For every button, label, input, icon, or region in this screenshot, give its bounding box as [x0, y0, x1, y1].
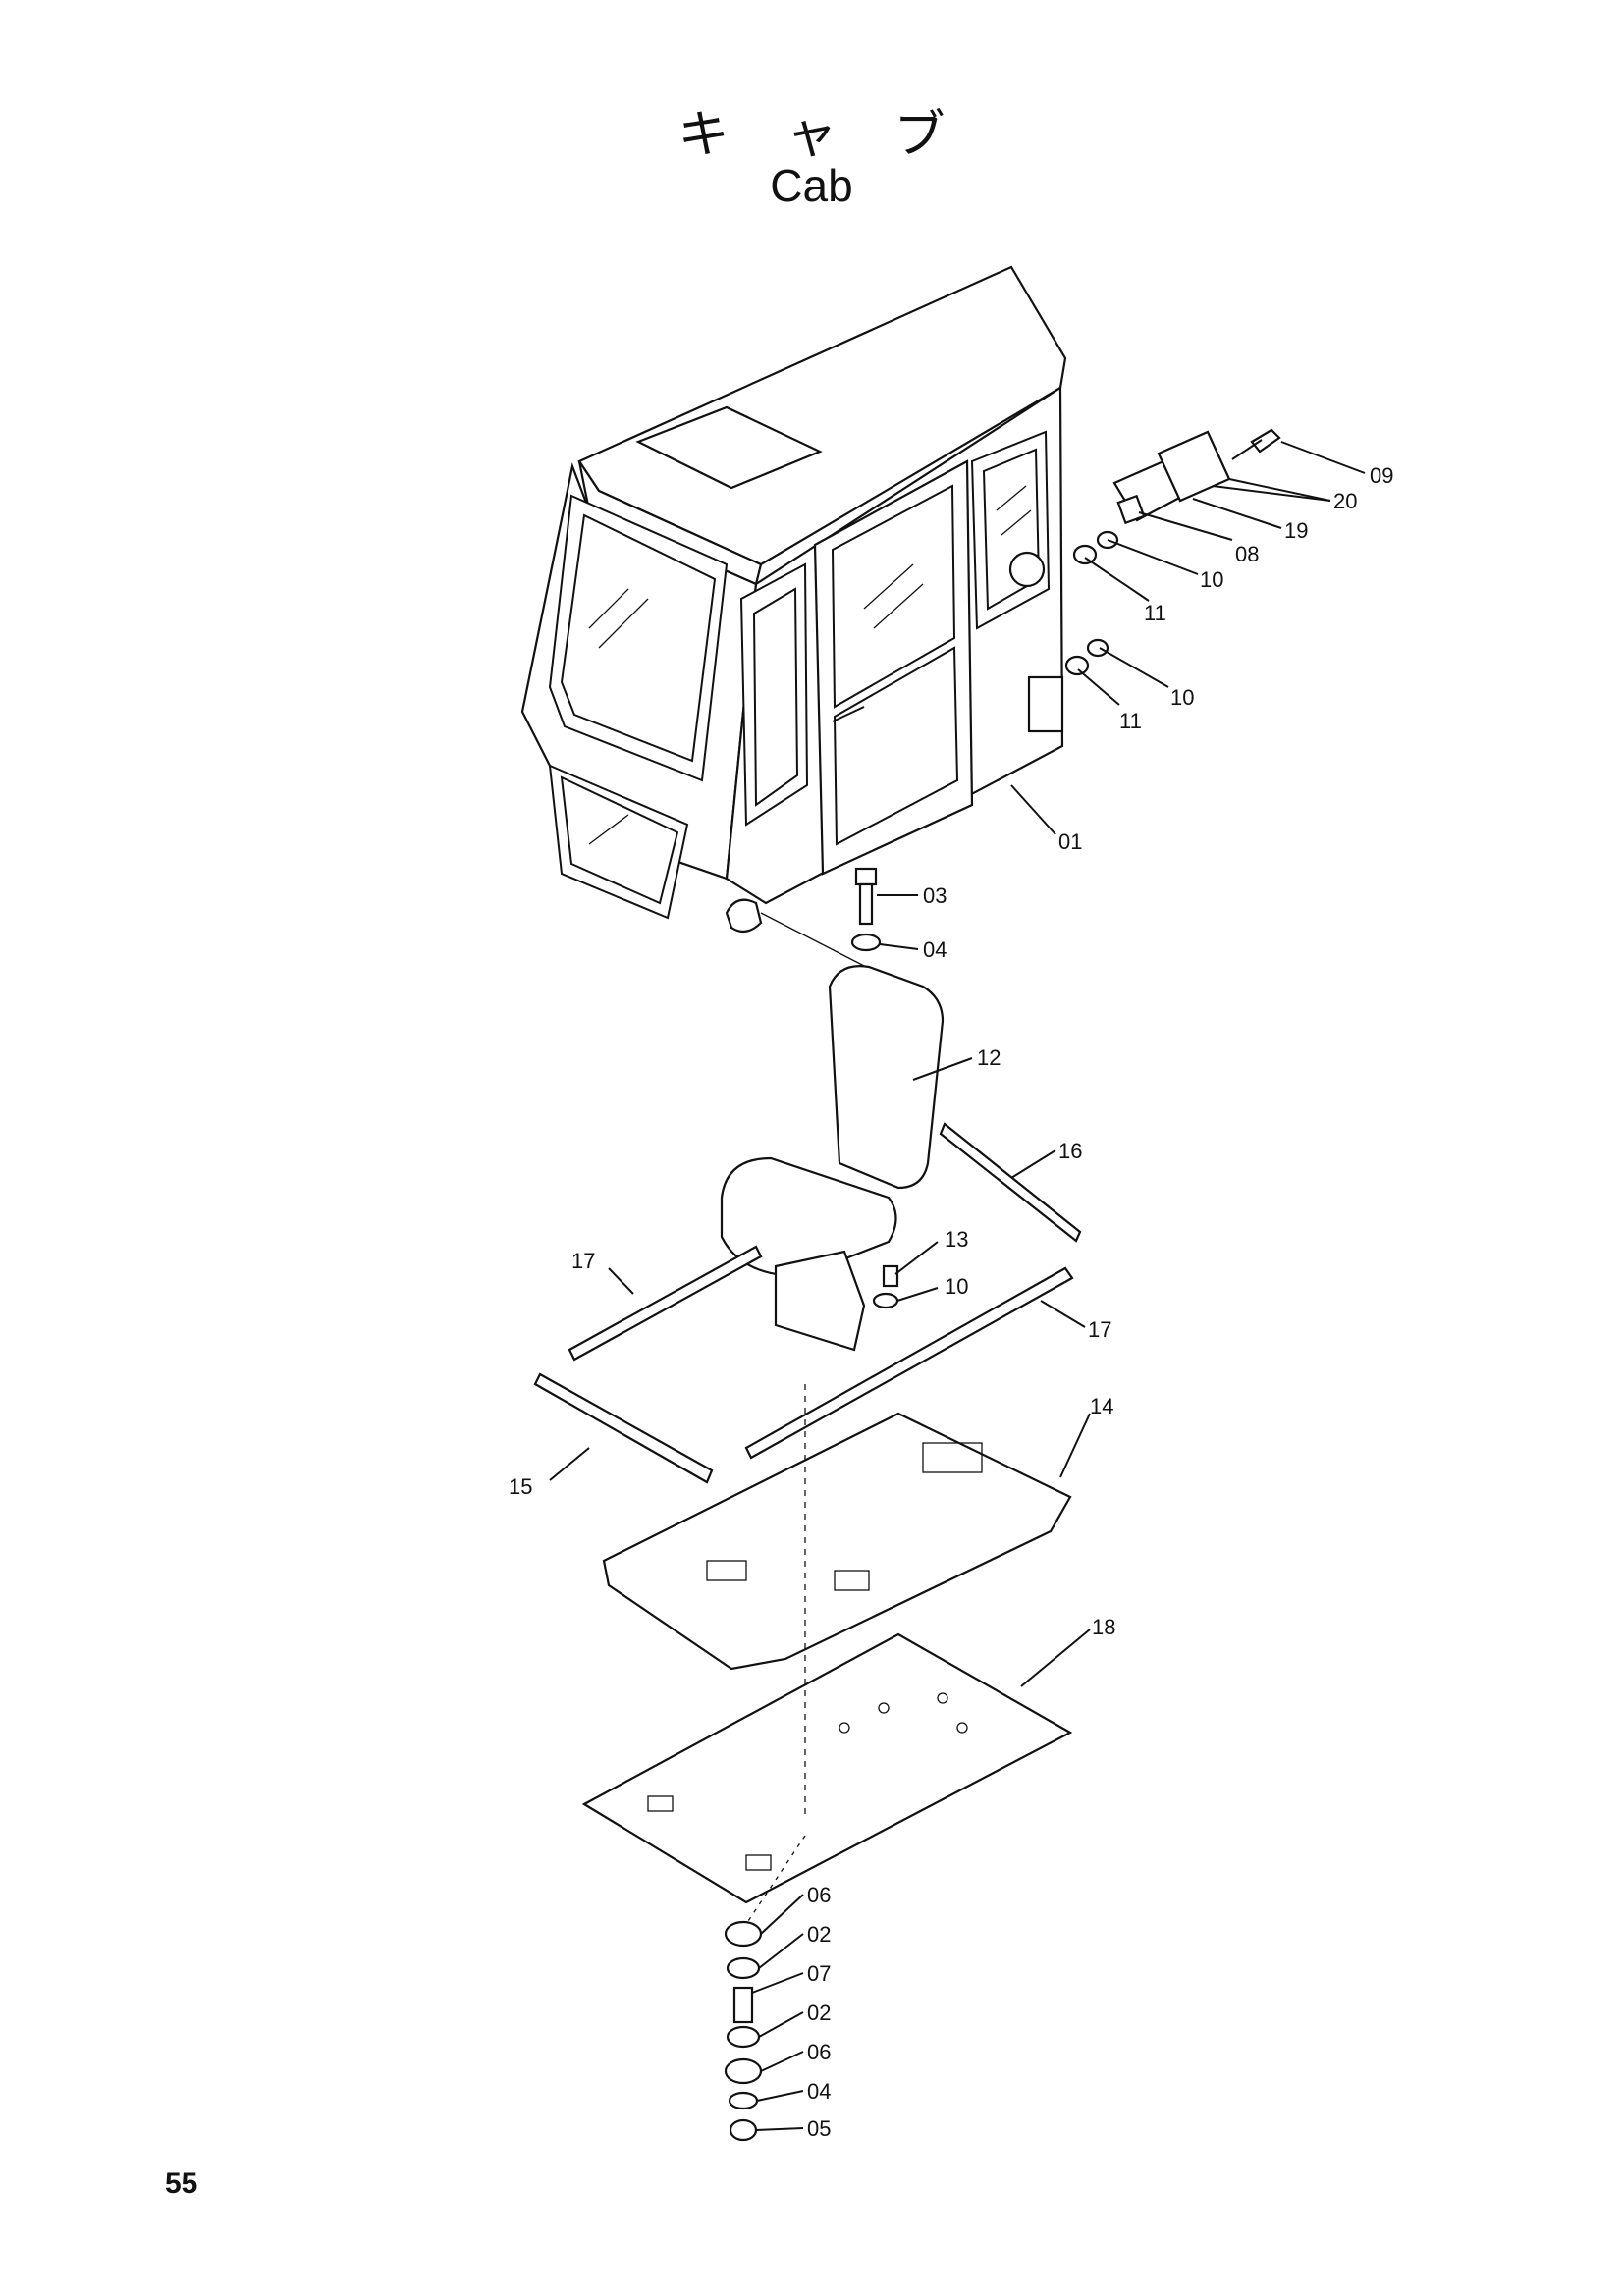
callout-20: 20	[1333, 489, 1357, 513]
callout-10: 10	[945, 1274, 968, 1299]
page-title: Cab	[770, 160, 853, 211]
callout-18: 18	[1092, 1615, 1115, 1639]
callout-labels: 09 20 19 08 10 11 10 11 01 03 04 12 16 1…	[509, 463, 1393, 2141]
callout-08: 08	[1235, 542, 1259, 566]
cab-body	[520, 265, 1067, 934]
callout-10: 10	[1200, 567, 1223, 592]
callout-01: 01	[1058, 829, 1082, 854]
callout-11: 11	[1119, 709, 1142, 733]
callout-09: 09	[1370, 463, 1393, 488]
callout-12: 12	[977, 1045, 1001, 1070]
callout-15: 15	[509, 1474, 532, 1499]
operator-seat	[720, 965, 945, 1352]
callout-06: 06	[807, 1883, 831, 1907]
callout-19: 19	[1284, 518, 1308, 543]
callout-11: 11	[1144, 601, 1166, 625]
callout-04: 04	[807, 2079, 831, 2104]
callout-17: 17	[1088, 1317, 1111, 1342]
callout-10: 10	[1170, 685, 1194, 710]
callout-03: 03	[923, 883, 947, 908]
callout-07: 07	[807, 1961, 831, 1986]
leader-lines	[549, 441, 1366, 2131]
bolt-washer-03-04	[760, 867, 882, 968]
floor-mat	[602, 1412, 1072, 1671]
page-title-japanese: キャブ	[677, 106, 1002, 165]
floor-plate	[581, 1384, 1073, 1925]
callout-02: 02	[807, 2001, 831, 2025]
callout-06: 06	[807, 2040, 831, 2064]
mount-stack	[724, 1920, 763, 2142]
callout-13: 13	[945, 1227, 968, 1252]
page-number: 55	[165, 2167, 198, 2200]
callout-16: 16	[1058, 1139, 1082, 1163]
rails	[533, 1122, 1082, 1484]
callout-17: 17	[571, 1249, 595, 1273]
callout-04: 04	[923, 937, 947, 962]
mirror-bracket-assembly	[1064, 428, 1281, 676]
callout-02: 02	[807, 1922, 831, 1947]
callout-05: 05	[807, 2116, 831, 2141]
callout-14: 14	[1090, 1394, 1113, 1418]
